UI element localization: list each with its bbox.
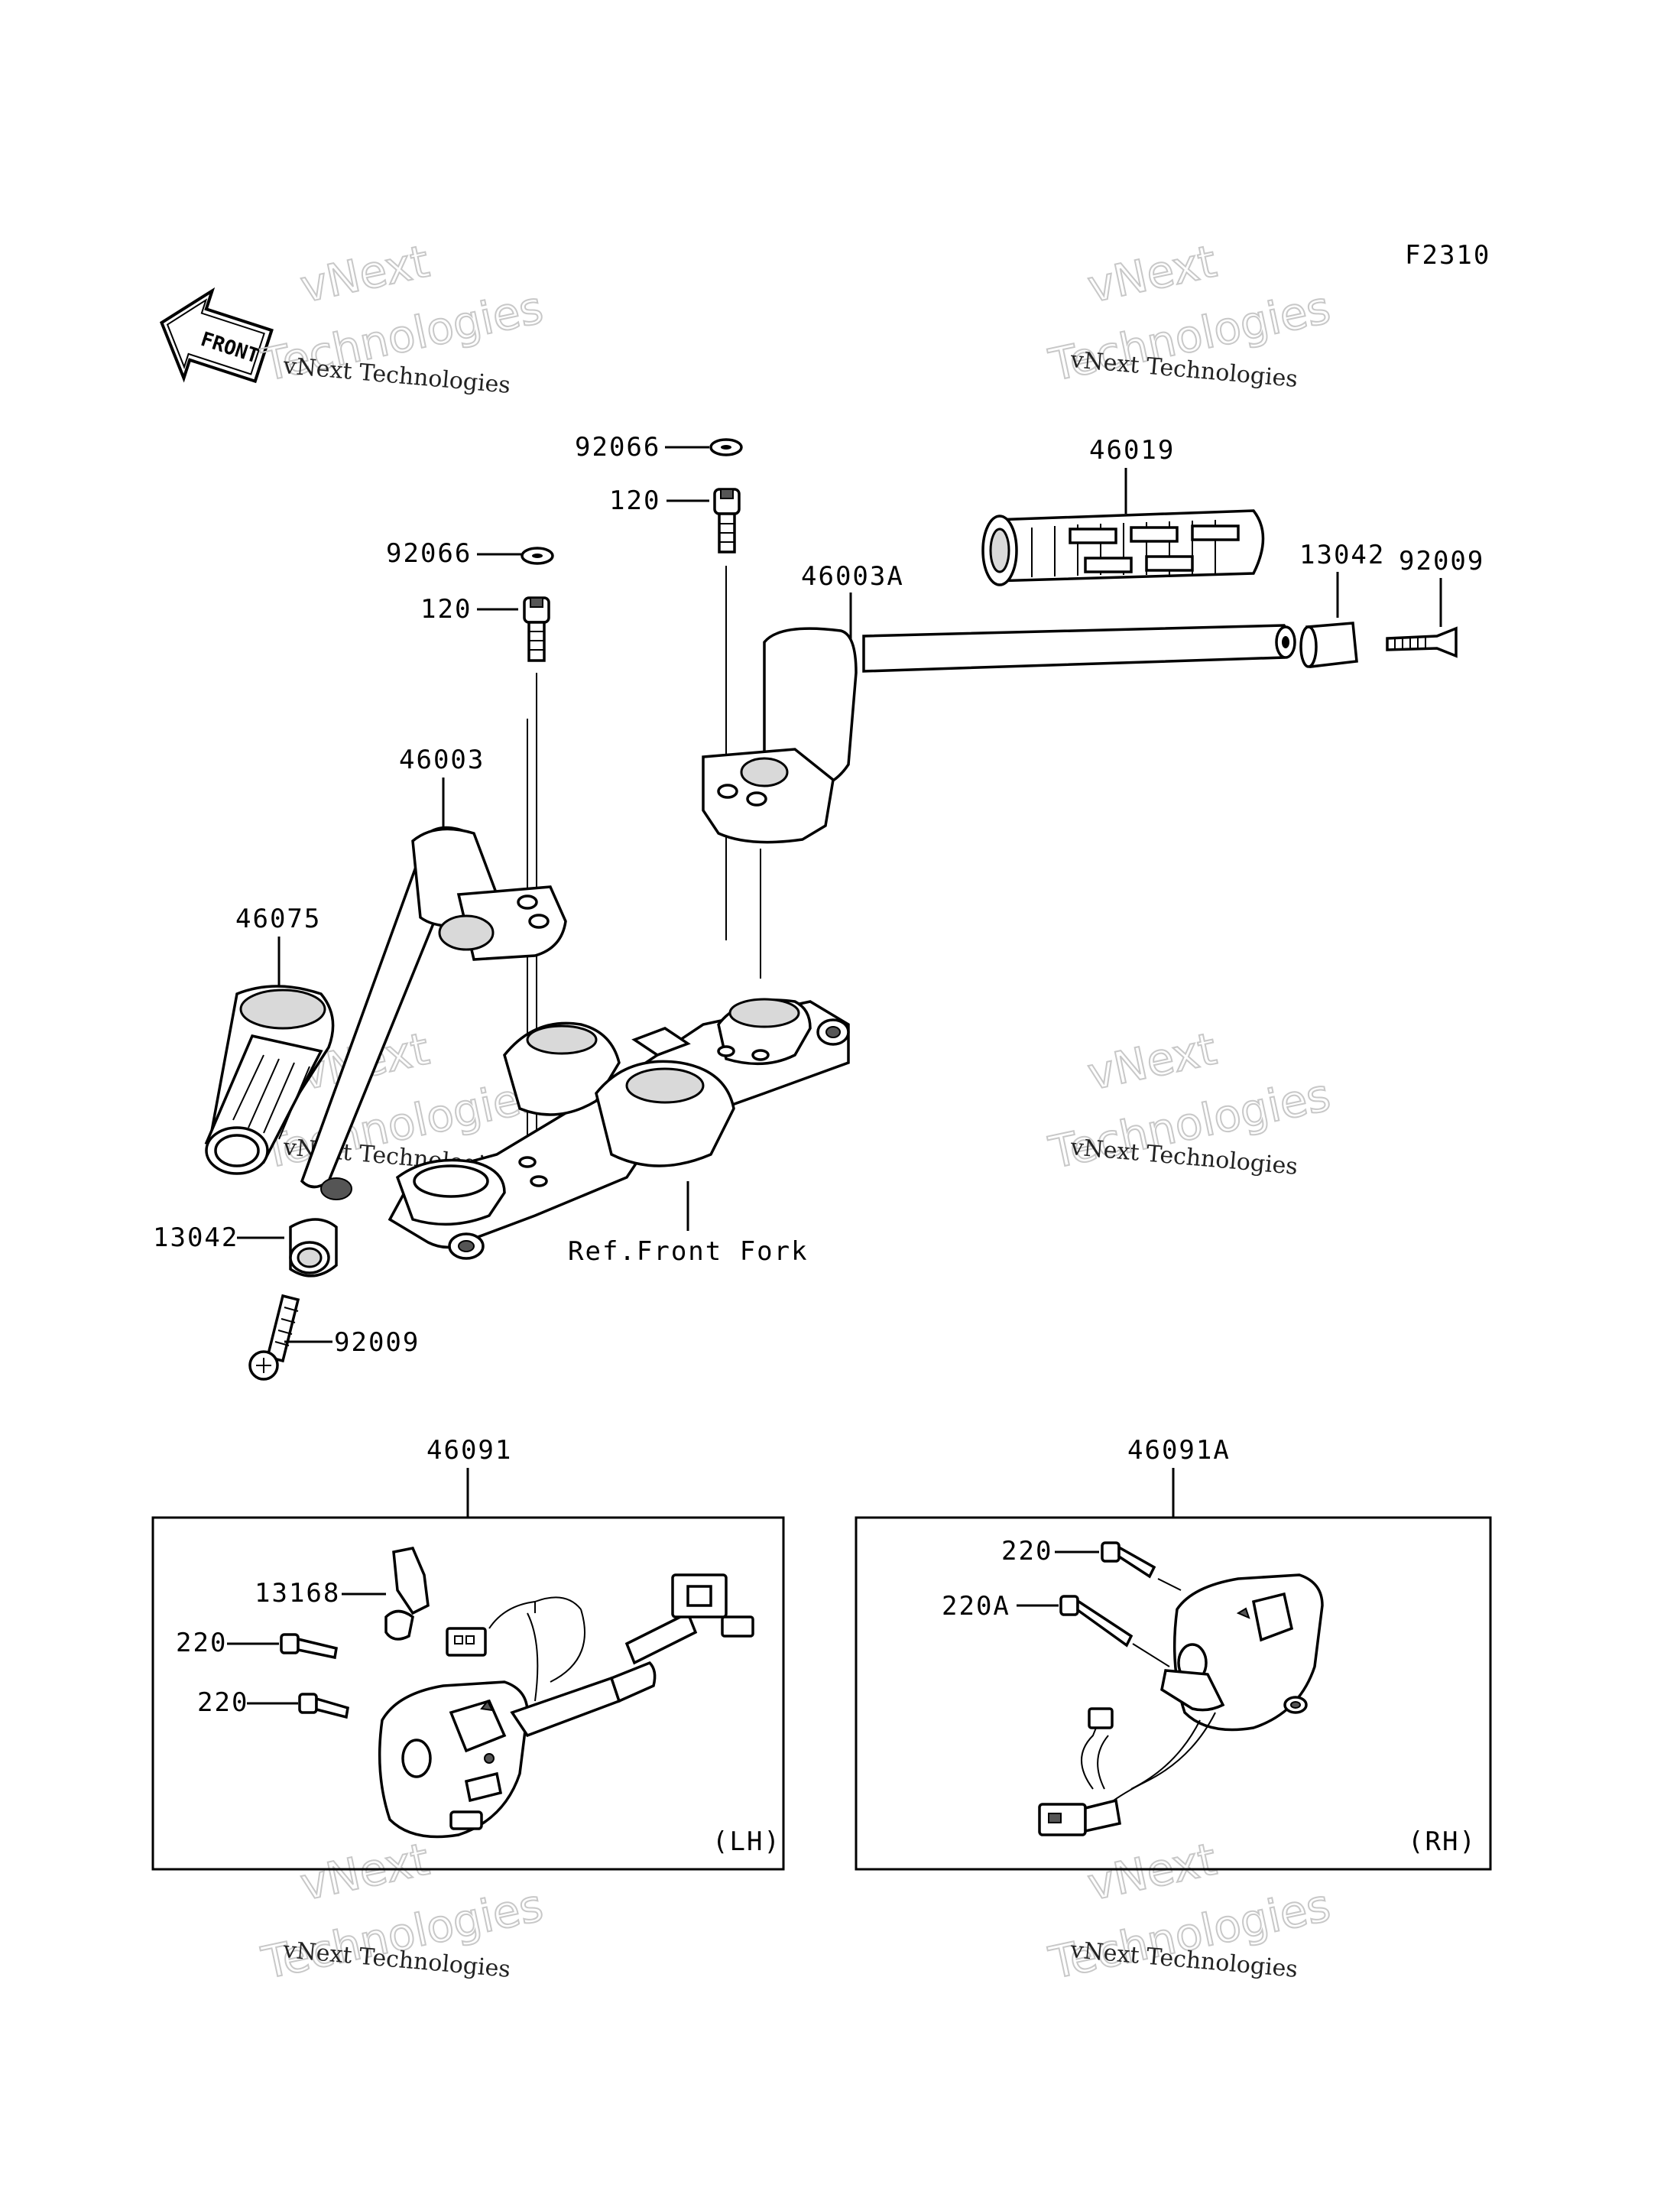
part-label: 13168 (255, 1578, 340, 1609)
switch-rh-box (855, 1516, 1492, 1871)
part-label: 120 (609, 485, 660, 516)
connector-part (671, 1573, 754, 1638)
connector-part (1038, 1798, 1121, 1836)
part-label: 92009 (334, 1327, 420, 1358)
screw-part (1101, 1541, 1156, 1579)
handlebar-left-part (300, 826, 567, 1200)
front-arrow-icon: FRONT (159, 287, 274, 384)
wire-sleeve (624, 1611, 698, 1665)
box-tag-lh: (LH) (712, 1826, 781, 1857)
switch-housing-rh (1172, 1573, 1324, 1732)
svg-text:vNext: vNext (1083, 1022, 1221, 1100)
part-label: 46075 (235, 904, 321, 934)
switch-pipe (510, 1676, 621, 1738)
bar-end-weight-part (289, 1218, 338, 1278)
part-label: 46091A (1127, 1435, 1231, 1466)
part-label: 13042 (1299, 540, 1385, 570)
connector-part (446, 1627, 487, 1657)
screw-part (298, 1693, 349, 1719)
bar-end-weight-part (1299, 622, 1358, 668)
screw-part (1386, 626, 1458, 658)
screw-part (248, 1294, 300, 1381)
part-label: 220 (176, 1628, 227, 1658)
part-label: 13042 (153, 1222, 238, 1253)
part-label: 92009 (1399, 546, 1484, 576)
part-label: 120 (420, 594, 472, 625)
handlebar-right-part (702, 624, 1296, 844)
part-label: 220 (1001, 1536, 1052, 1567)
switch-lh-box (151, 1516, 785, 1871)
clip-part (384, 1547, 430, 1641)
grip-right-part (981, 509, 1265, 586)
svg-text:vNext: vNext (296, 235, 433, 313)
part-label: 92066 (575, 432, 660, 463)
part-label: 220 (197, 1687, 248, 1718)
part-label: 46019 (1089, 435, 1175, 466)
box-tag-rh: (RH) (1408, 1826, 1477, 1857)
svg-text:vNext: vNext (296, 1833, 433, 1911)
triple-clamp-part (388, 998, 850, 1260)
screw-part (280, 1633, 338, 1660)
bolt-part (713, 488, 741, 554)
part-label: 92066 (386, 538, 472, 569)
part-label: 46091 (426, 1435, 512, 1466)
switch-housing-lh (378, 1680, 529, 1839)
part-label: 220A (942, 1591, 1010, 1622)
grip-left-part (204, 985, 335, 1175)
svg-text:vNext: vNext (1083, 1833, 1221, 1911)
bolt-part (523, 596, 550, 662)
ref-label: Ref.Front Fork (568, 1236, 809, 1267)
part-label: 46003 (399, 745, 485, 775)
svg-text:vNext: vNext (1083, 235, 1221, 313)
figure-code: F2310 (1405, 240, 1490, 271)
part-label: 46003A (801, 561, 904, 592)
connector-part (1088, 1707, 1114, 1729)
screw-part (1059, 1595, 1134, 1648)
